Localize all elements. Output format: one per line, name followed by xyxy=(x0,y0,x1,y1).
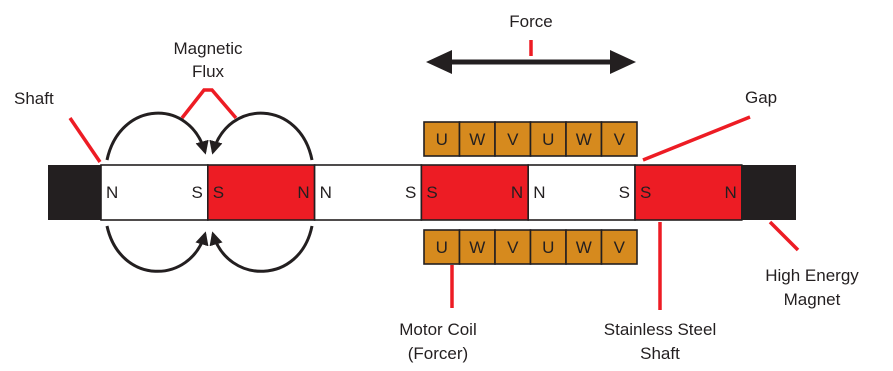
coil-phase-label: U xyxy=(542,130,554,149)
gap-label: Gap xyxy=(745,88,777,107)
magnet-pole-right: N xyxy=(297,183,309,202)
coil-cell xyxy=(494,121,532,157)
magnet-pole-right: N xyxy=(725,183,737,202)
coil-cell xyxy=(423,229,461,265)
magnet-pole-left: N xyxy=(320,183,332,202)
flux-loops xyxy=(105,111,314,273)
force-arrow xyxy=(426,40,636,74)
coil-cell xyxy=(565,229,603,265)
shaft-pointer xyxy=(68,117,102,163)
magnet-pole-left: S xyxy=(640,183,651,202)
coil-cell xyxy=(600,121,638,157)
magnet-pole-right: S xyxy=(405,183,416,202)
magnetic-flux-label-line1: Magnetic xyxy=(174,39,243,58)
gap-pointer xyxy=(642,115,751,162)
shaft-end-right xyxy=(742,165,796,220)
coil-phase-label: U xyxy=(542,238,554,257)
magnet-segment xyxy=(420,164,529,221)
flux-loop-top-left xyxy=(105,111,209,161)
flux-loop-bottom-left xyxy=(105,225,209,273)
magnetic-flux-label-line2: Flux xyxy=(192,62,225,81)
magnet-segment xyxy=(527,164,636,221)
high-energy-magnet-label-line1: High Energy xyxy=(765,266,859,285)
magnet-pole-right: N xyxy=(511,183,523,202)
flux-loop-bottom-right xyxy=(209,225,314,273)
magnet-segment xyxy=(100,164,209,221)
shaft-label: Shaft xyxy=(14,89,54,108)
coil-phase-label: W xyxy=(469,238,485,257)
shaft-end-left xyxy=(48,165,101,220)
coil-cell xyxy=(458,121,496,157)
coil-phase-label: U xyxy=(436,238,448,257)
stainless-steel-shaft-label-line1: Stainless Steel xyxy=(604,320,716,339)
coil-phase-label: V xyxy=(614,130,626,149)
magnet-pole-left: N xyxy=(106,183,118,202)
coil-cell xyxy=(529,121,567,157)
magnet-pole-left: S xyxy=(426,183,437,202)
magnet-pole-left: S xyxy=(213,183,224,202)
magnet-pole-left: N xyxy=(533,183,545,202)
coil-cell xyxy=(600,229,638,265)
coil-phase-label: U xyxy=(436,130,448,149)
coil-phase-label: W xyxy=(576,238,592,257)
magnet-segment xyxy=(634,164,743,221)
force-label: Force xyxy=(509,12,552,31)
high-energy-magnet-label-line2: Magnet xyxy=(784,290,841,309)
coil-phase-label: V xyxy=(507,238,519,257)
motor-coil-label-line1: Motor Coil xyxy=(399,320,476,339)
magnet-pole-right: S xyxy=(191,183,202,202)
coil-phase-label: V xyxy=(614,238,626,257)
flux-loop-top-right xyxy=(209,111,314,161)
coil-cell xyxy=(565,121,603,157)
magnet-pole-right: S xyxy=(619,183,630,202)
coil-phase-label: V xyxy=(507,130,519,149)
magnetic-flux-pointer xyxy=(180,88,238,120)
coil-phase-label: W xyxy=(469,130,485,149)
high-energy-magnet-pointer xyxy=(768,220,800,252)
coil-phase-label: W xyxy=(576,130,592,149)
coil-cell xyxy=(458,229,496,265)
stainless-steel-shaft-label-line2: Shaft xyxy=(640,344,680,363)
motor-coil-label-line2: (Forcer) xyxy=(408,344,468,363)
